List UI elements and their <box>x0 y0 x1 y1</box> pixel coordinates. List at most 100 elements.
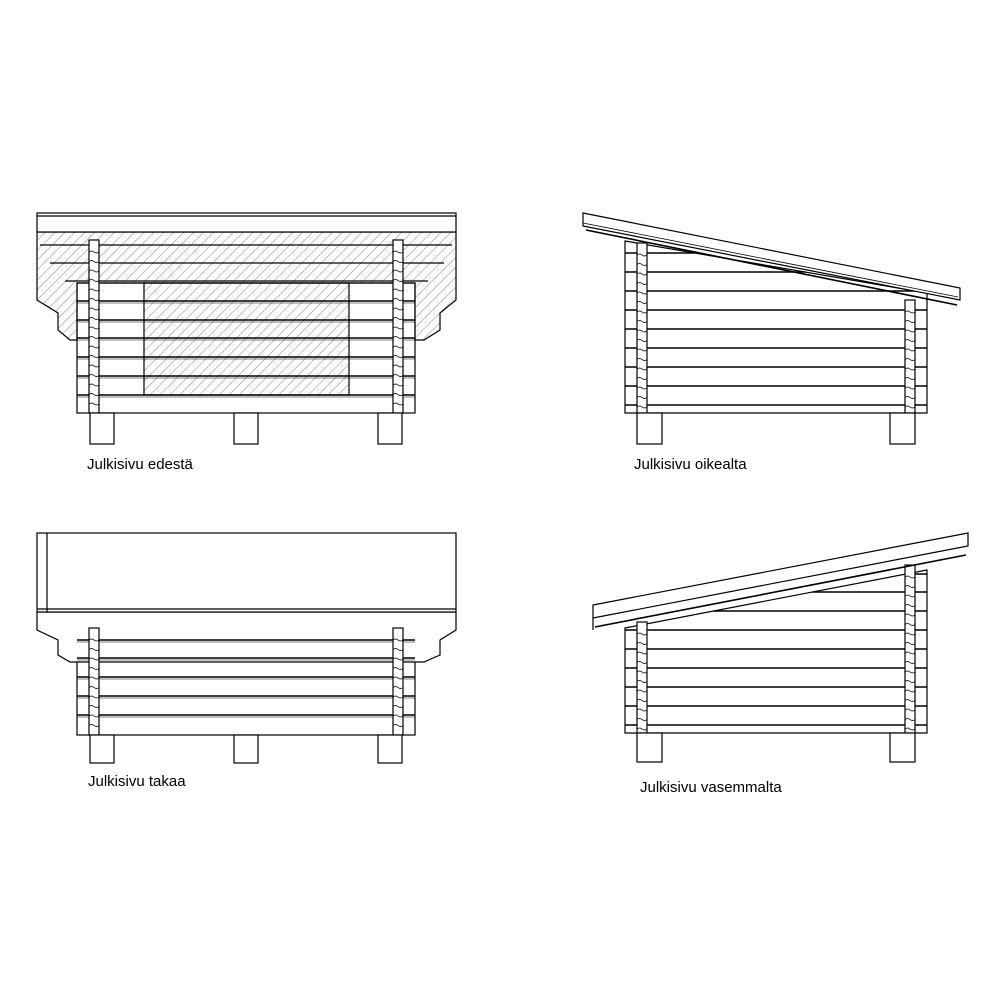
log-notch <box>636 405 648 409</box>
log-notch <box>392 705 404 708</box>
log-notch <box>392 374 404 377</box>
log-notch <box>392 298 404 301</box>
log-notch <box>88 705 100 708</box>
left-elevation <box>592 532 969 763</box>
roof-underside <box>594 554 967 628</box>
log-notch <box>392 657 404 661</box>
log-notch <box>88 724 100 727</box>
log-notch <box>88 250 100 254</box>
log-notch <box>392 724 404 727</box>
log-notch <box>88 364 100 368</box>
log-notch <box>904 358 916 361</box>
corner-post <box>636 621 648 734</box>
roof-slab <box>582 212 961 301</box>
corner-post <box>904 564 916 734</box>
log-notch <box>904 594 916 598</box>
right-elevation-label: Julkisivu oikealta <box>634 456 747 473</box>
foundation-block <box>377 412 403 445</box>
log-notch <box>392 364 404 368</box>
log-notch <box>904 604 916 607</box>
log-notch <box>88 383 100 387</box>
log-notch <box>636 310 648 314</box>
log-notch <box>636 718 648 721</box>
log-notch <box>88 393 100 396</box>
log-notch <box>88 345 100 349</box>
corner-post <box>392 627 404 736</box>
log-notch <box>636 282 648 285</box>
log-notch <box>904 329 916 333</box>
log-notch <box>88 260 100 263</box>
foundation-block <box>89 734 115 764</box>
log-notch <box>904 680 916 683</box>
log-notch <box>636 320 648 323</box>
log-notch <box>88 269 100 273</box>
log-notch <box>904 585 916 588</box>
roof-overhang-section <box>36 231 457 341</box>
log-notch <box>904 396 916 399</box>
log-notch <box>392 345 404 349</box>
log-notch <box>636 689 648 693</box>
foundation-block <box>377 734 403 764</box>
log-notch <box>392 695 404 699</box>
log-notch <box>636 377 648 380</box>
log-notch <box>636 651 648 655</box>
roof-slab <box>592 532 969 619</box>
foundation-block <box>89 412 115 445</box>
foundation-block <box>889 732 916 763</box>
log-notch <box>636 272 648 276</box>
log-notch <box>88 374 100 377</box>
log-notch <box>904 727 916 731</box>
roof-back-face <box>36 532 457 613</box>
roof-fascia <box>36 212 457 233</box>
log-notch <box>636 727 648 731</box>
log-notch <box>636 329 648 333</box>
log-notch <box>88 695 100 699</box>
log-notch <box>392 326 404 330</box>
log-notch <box>88 336 100 339</box>
log-notch <box>636 661 648 664</box>
log-notch <box>392 383 404 387</box>
log-notch <box>392 307 404 311</box>
log-notch <box>636 680 648 683</box>
log-notch <box>392 317 404 320</box>
log-notch <box>636 367 648 371</box>
log-notch <box>904 367 916 371</box>
log-notch <box>904 718 916 721</box>
log-notch <box>904 405 916 409</box>
log-notch <box>636 396 648 399</box>
log-notch <box>392 260 404 263</box>
foundation-block <box>233 412 259 445</box>
corner-post <box>88 627 100 736</box>
log-notch <box>636 301 648 304</box>
log-notch <box>636 291 648 295</box>
log-notch <box>904 708 916 712</box>
roof-underside <box>585 229 958 306</box>
front-elevation <box>36 212 457 445</box>
corner-post <box>392 239 404 414</box>
log-notch <box>88 288 100 292</box>
wall <box>624 240 928 414</box>
log-notch <box>392 648 404 651</box>
back-elevation <box>36 532 457 764</box>
log-notch <box>904 623 916 626</box>
log-notch <box>88 298 100 301</box>
log-notch <box>904 642 916 645</box>
log-notch <box>88 648 100 651</box>
log-notch <box>88 638 100 642</box>
log-notch <box>904 320 916 323</box>
log-notch <box>904 699 916 702</box>
foundation-block <box>233 734 259 764</box>
log-notch <box>636 708 648 712</box>
right-elevation <box>582 212 961 445</box>
log-notch <box>636 699 648 702</box>
corner-post <box>88 239 100 414</box>
log-notch <box>88 714 100 718</box>
log-notch <box>904 613 916 617</box>
log-notch <box>88 279 100 282</box>
log-notch <box>904 377 916 380</box>
log-notch <box>88 402 100 406</box>
log-notch <box>392 269 404 273</box>
foundation-block <box>636 412 663 445</box>
